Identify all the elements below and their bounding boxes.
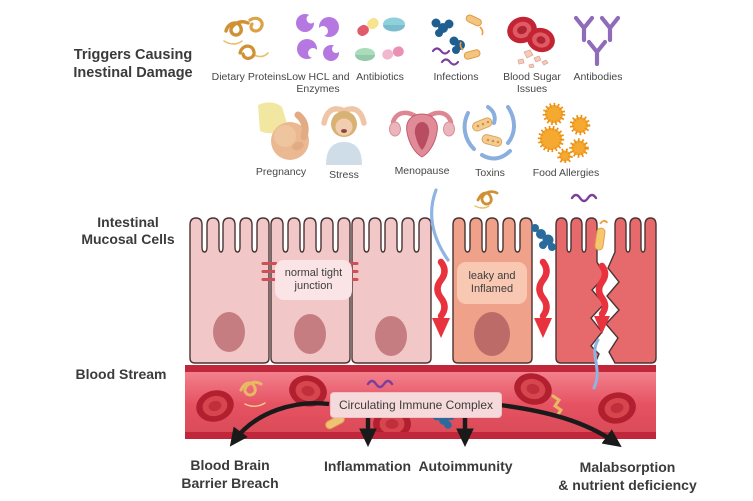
diagram-title: Triggers Causing Inestinal Damage bbox=[73, 47, 193, 82]
trigger-antibodies: Antibodies bbox=[558, 10, 638, 83]
trigger-label: Antibodies bbox=[573, 71, 623, 83]
trigger-label: Low HCL and Enzymes bbox=[286, 71, 350, 96]
toxin-swirl-particle bbox=[429, 188, 450, 262]
uterus-icon bbox=[387, 100, 457, 162]
trigger-toxins: Toxins bbox=[455, 100, 525, 179]
spirillum-particle bbox=[366, 379, 394, 389]
mucosal-cells-illustration bbox=[189, 188, 657, 364]
outcome-malabsorption: Malabsorption & nutrient deficiency bbox=[558, 459, 697, 493]
trigger-label: Dietary Proteins bbox=[211, 71, 287, 83]
pregnant-woman-icon bbox=[248, 100, 314, 163]
pollen-allergen-icon bbox=[534, 100, 598, 164]
trigger-label: Food Allergies bbox=[532, 167, 600, 179]
normal-tight-junction-note: normal tight junction bbox=[275, 260, 352, 300]
damaged-cell bbox=[555, 217, 606, 364]
circulating-immune-complex-note: Circulating Immune Complex bbox=[330, 392, 502, 418]
trigger-stress: Stress bbox=[309, 100, 379, 181]
trigger-antibiotics: Antibiotics bbox=[340, 10, 420, 83]
pills-icon bbox=[351, 10, 409, 68]
stressed-person-icon bbox=[314, 100, 374, 166]
bacteria-cluster-particle bbox=[531, 224, 556, 251]
leak-arrowhead bbox=[432, 316, 610, 338]
protein-ribbon-particle bbox=[239, 380, 266, 407]
damaged-cell bbox=[605, 217, 657, 364]
trigger-blood-sugar: Blood Sugar Issues bbox=[492, 10, 572, 96]
trigger-label: Blood Sugar Issues bbox=[503, 71, 561, 96]
trigger-food-allergies: Food Allergies bbox=[521, 100, 611, 179]
trigger-label: Infections bbox=[433, 71, 479, 83]
trigger-pregnancy: Pregnancy bbox=[241, 100, 321, 178]
trigger-infections: Infections bbox=[416, 10, 496, 83]
intestinal-mucosal-cells-label: Intestinal Mucosal Cells bbox=[81, 214, 175, 247]
outcome-autoimmunity: Autoimmunity bbox=[418, 458, 513, 474]
enzyme-blobs-icon bbox=[291, 10, 345, 68]
toxin-swirls-icon bbox=[458, 100, 522, 164]
protein-ribbon-particle bbox=[474, 190, 499, 209]
leak-arrow bbox=[434, 258, 609, 320]
red-blood-cell bbox=[192, 386, 238, 426]
trigger-label: Toxins bbox=[475, 167, 505, 179]
trigger-low-hcl-enzymes: Low HCL and Enzymes bbox=[278, 10, 358, 96]
leaky-inflamed-note: leaky and Inflamed bbox=[457, 262, 527, 304]
red-blood-cell bbox=[286, 372, 330, 411]
blood-stream-label: Blood Stream bbox=[75, 366, 167, 382]
red-blood-cell bbox=[595, 388, 639, 428]
trigger-label: Antibiotics bbox=[356, 71, 404, 83]
bacteria-icon bbox=[428, 10, 484, 68]
trigger-dietary-proteins: Dietary Proteins bbox=[204, 10, 294, 83]
blood-cells-sugar-icon bbox=[500, 10, 564, 68]
outcome-inflammation: Inflammation bbox=[323, 458, 412, 474]
trigger-menopause: Menopause bbox=[382, 100, 462, 177]
cell-nucleus bbox=[213, 312, 510, 356]
outcome-blood-brain-barrier: Blood Brain Barrier Breach bbox=[181, 457, 279, 491]
protein-ribbons-icon bbox=[218, 10, 280, 68]
trigger-label: Menopause bbox=[394, 165, 450, 177]
red-blood-cell bbox=[510, 372, 556, 409]
protein-zigzag-particle bbox=[551, 394, 564, 418]
antibody-y-icon bbox=[572, 10, 624, 68]
trigger-label: Stress bbox=[329, 169, 359, 181]
bacillus-particle bbox=[594, 219, 609, 251]
trigger-label: Pregnancy bbox=[255, 166, 307, 178]
spirillum-particle bbox=[570, 193, 598, 203]
